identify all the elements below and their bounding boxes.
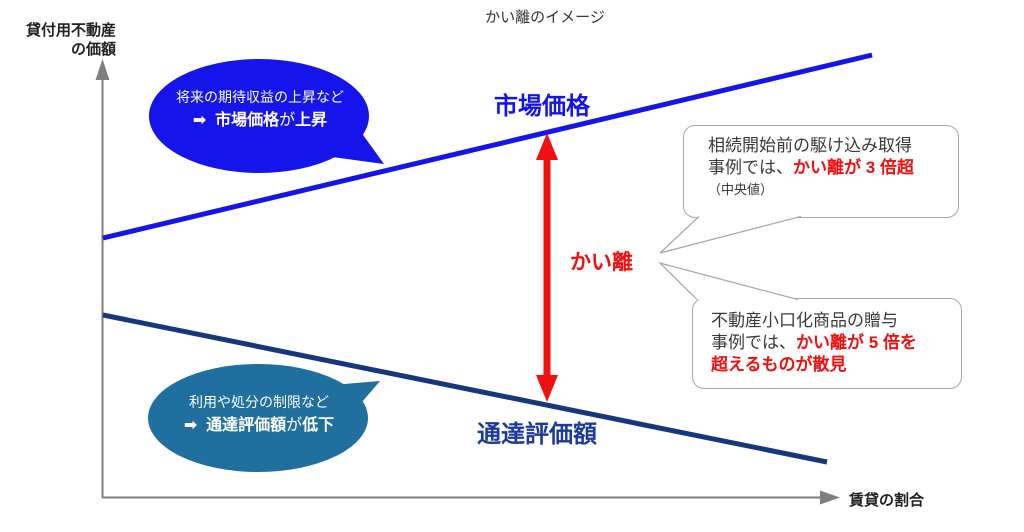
callout-median-note: （中央値） (708, 182, 774, 197)
bottom-bubble-bold1: 通達評価額 (206, 417, 287, 434)
bottom-bubble-mid: が (286, 417, 303, 434)
bottom-bubble-text: 利用や処分の制限など ➡ 通達評価額が低下 (148, 394, 370, 435)
callout-median-line1: 相続開始前の駆け込み取得 (708, 136, 912, 155)
callout-gift-line1: 不動産小口化商品の贈与 (711, 311, 898, 330)
x-axis-label: 賃貸の割合 (849, 492, 925, 509)
diagram-title: かい離のイメージ (485, 9, 605, 26)
top-bubble-text: 将来の期待収益の上昇など ➡ 市場価格が上昇 (149, 89, 371, 130)
callout-gift-box: 不動産小口化商品の贈与 事例では、かい離が 5 倍を 超えるものが散見 (692, 298, 962, 389)
top-bubble-bold1: 市場価格 (215, 112, 280, 129)
callout-gift-tail (657, 261, 799, 301)
y-axis-label-line2: の価額 (70, 41, 116, 58)
x-axis-arrowhead-icon (820, 490, 840, 505)
divergence-arrow-down-head-icon (536, 375, 558, 402)
divergence-label: かい離 (570, 251, 633, 274)
y-axis-label-line1: 貸付用不動産 (25, 22, 116, 39)
right-arrow-icon: ➡ (192, 112, 207, 129)
callout-median-line2-black: 事例では、 (708, 158, 793, 177)
callout-gift-line3-red: 超えるものが散見 (711, 355, 847, 374)
callout-gift-line2-black: 事例では、 (711, 333, 796, 352)
callout-median-line2: 事例では、かい離が 3 倍超 (708, 157, 952, 179)
top-bubble-line2: ➡ 市場価格が上昇 (149, 112, 371, 130)
callout-median-line2-red: かい離が 3 倍超 (793, 158, 914, 177)
divergence-arrow-up-head-icon (536, 133, 558, 160)
market-price-label: 市場価格 (494, 93, 590, 120)
top-bubble-mid: が (279, 112, 296, 129)
y-axis-arrowhead-icon (95, 59, 110, 80)
notice-value-label: 通達評価額 (477, 421, 597, 448)
callout-median-tail (659, 215, 802, 254)
callout-gift-line2: 事例では、かい離が 5 倍を (711, 332, 955, 354)
top-bubble-line1: 将来の期待収益の上昇など (176, 89, 344, 105)
bottom-bubble-bold2: 低下 (302, 417, 335, 434)
top-bubble-bold2: 上昇 (295, 112, 328, 129)
y-axis-label: 貸付用不動産 の価額 (0, 21, 116, 59)
callout-gift-line2-red: かい離が 5 倍を (796, 333, 917, 352)
bottom-bubble-line1: 利用や処分の制限など (189, 394, 329, 410)
bottom-bubble-line2: ➡ 通達評価額が低下 (148, 417, 370, 435)
right-arrow-icon: ➡ (183, 417, 198, 434)
callout-median-box: 相続開始前の駆け込み取得 事例では、かい離が 3 倍超 （中央値） (683, 125, 959, 218)
